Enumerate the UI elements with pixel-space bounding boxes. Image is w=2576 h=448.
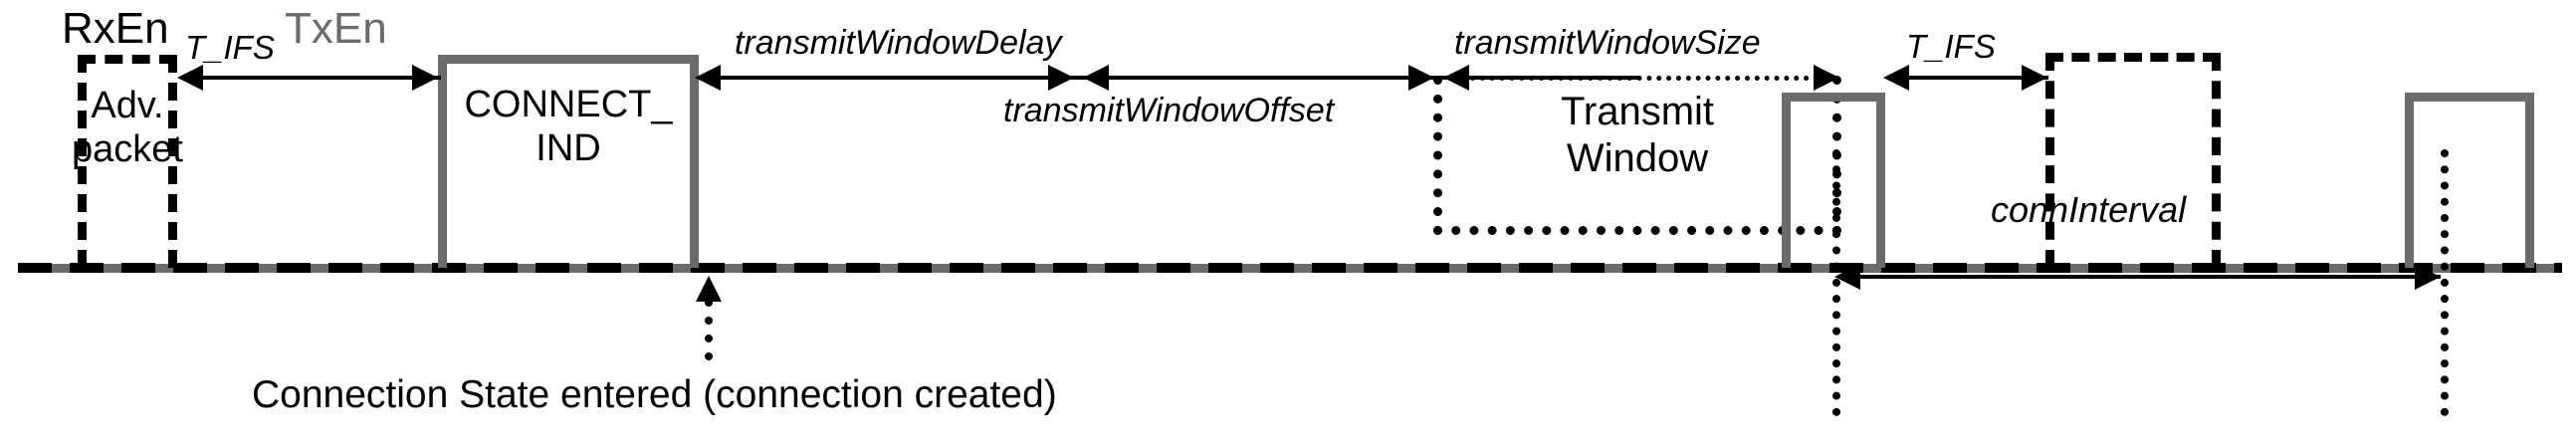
interval-arrow-t-ifs-1 <box>184 76 441 80</box>
arrowhead-left-t-ifs-1 <box>177 65 203 91</box>
interval-label-t-ifs-2: T_IFS <box>1906 28 1996 65</box>
packet-label-connect-ind-line1: CONNECT_ <box>464 84 673 125</box>
arrowhead-right-t-ifs-1 <box>412 65 438 91</box>
arrowhead-right-conn-interval <box>2415 264 2441 290</box>
packet-box-adv-packet <box>78 55 177 268</box>
connection-state-arrowhead <box>696 276 722 302</box>
packet-label-adv-packet-line1: Adv. <box>91 85 164 126</box>
interval-label-t-ifs-1: T_IFS <box>185 29 275 66</box>
conn-interval-end-marker <box>2441 149 2449 416</box>
interval-arrow-conn-interval <box>1839 275 2441 279</box>
packet-box-txen-in-window <box>1782 93 1885 268</box>
interval-label-conn-interval: connInterval <box>1991 189 2187 230</box>
interval-arrow-t-ifs-2 <box>1889 76 2048 80</box>
arrowhead-right-t-ifs-2 <box>2022 65 2047 91</box>
arrowhead-right-transmit-window-offset <box>1408 65 1434 91</box>
interval-arrow-transmit-window-delay <box>701 76 1638 80</box>
arrowhead-right-transmit-window-delay <box>1048 65 1074 91</box>
arrowhead-left-conn-interval <box>1834 264 1860 290</box>
interval-label-transmit-window-delay: transmitWindowDelay <box>735 24 1062 62</box>
packet-label-adv-packet-line2: packet <box>72 128 183 170</box>
annotation-connection-state: Connection State entered (connection cre… <box>252 373 1057 416</box>
arrowhead-left-transmit-window-offset <box>1083 65 1109 91</box>
arrowhead-left-transmit-window-size <box>1443 65 1469 91</box>
signal-label-rxen: RxEn <box>62 4 169 53</box>
connection-state-leader-line <box>705 299 713 360</box>
signal-label-txen: TxEn <box>285 4 387 53</box>
packet-box-txen-right <box>2405 93 2534 268</box>
interval-label-transmit-window-offset: transmitWindowOffset <box>1003 92 1335 129</box>
packet-box-connect-ind <box>438 55 699 268</box>
packet-label-connect-ind-line2: IND <box>536 127 601 169</box>
packet-label-transmit-window-line1: Transmit <box>1560 90 1715 133</box>
packet-label-transmit-window-line2: Window <box>1566 136 1709 180</box>
arrowhead-left-t-ifs-2 <box>1883 65 1909 91</box>
arrowhead-left-transmit-window-delay <box>695 65 721 91</box>
packet-box-rxen-right <box>2045 53 2221 268</box>
rxen-baseline <box>18 263 2562 273</box>
interval-label-transmit-window-size: transmitWindowSize <box>1454 24 1761 62</box>
interval-arrow-transmit-window-size <box>1470 76 1838 81</box>
